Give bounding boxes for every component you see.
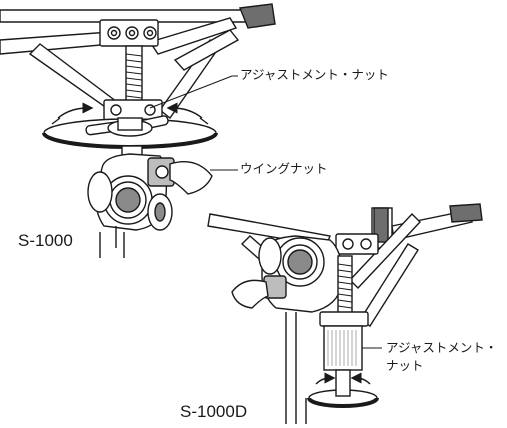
model-s1000-label: S-1000 xyxy=(18,231,73,250)
adjustment-nut-bottom-label-line2: ナット xyxy=(386,358,424,373)
adjustment-nut-bottom-label-line1: アジャストメント・ xyxy=(386,340,498,355)
leaders-s1000 xyxy=(149,75,238,171)
adjustment-nut-top-label: アジャストメント・ナット xyxy=(240,67,389,82)
stand-s1000 xyxy=(0,3,276,258)
stand-s1000d xyxy=(207,203,483,424)
wing-nut-label: ウイングナット xyxy=(240,161,328,176)
model-s1000d-label: S-1000D xyxy=(180,402,248,421)
